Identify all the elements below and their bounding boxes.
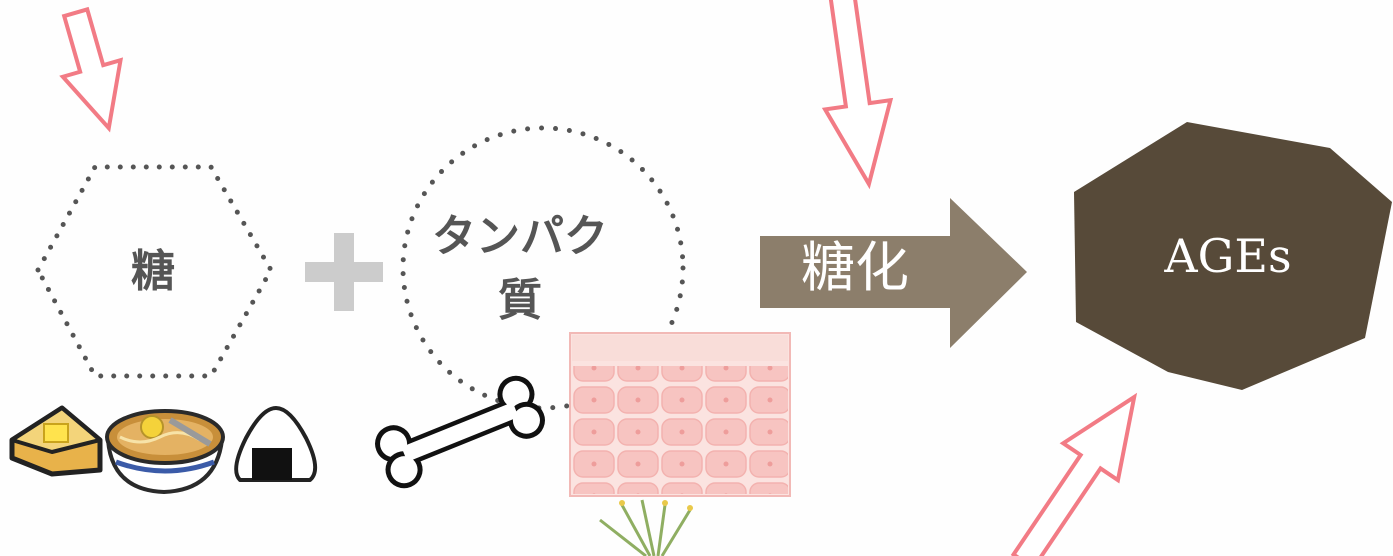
protein-label-line1: タンパク	[432, 211, 608, 262]
glycation-arrow	[760, 198, 1027, 348]
sugar-hexagon	[35, 164, 274, 379]
pointer-arrow-top-left	[59, 6, 124, 133]
plant-icon	[599, 499, 693, 556]
glycation-label: 糖化	[801, 236, 909, 299]
protein-circle	[400, 125, 686, 411]
sugar-label: 糖	[131, 246, 175, 297]
ages-shape	[1074, 122, 1392, 390]
pointer-arrow-top-center	[821, 0, 894, 190]
plus-icon	[305, 233, 383, 311]
pointer-arrow-bottom-right	[1010, 392, 1138, 556]
bone-icon	[375, 375, 545, 489]
onigiri-icon	[234, 406, 318, 482]
protein-label: タンパク 質	[410, 205, 630, 333]
protein-label-line2: 質	[498, 275, 542, 326]
ages-label: AGEs	[1164, 229, 1292, 283]
toast-icon	[9, 405, 103, 477]
ramen-bowl-icon	[105, 409, 225, 495]
skin-tissue-icon	[569, 332, 791, 497]
